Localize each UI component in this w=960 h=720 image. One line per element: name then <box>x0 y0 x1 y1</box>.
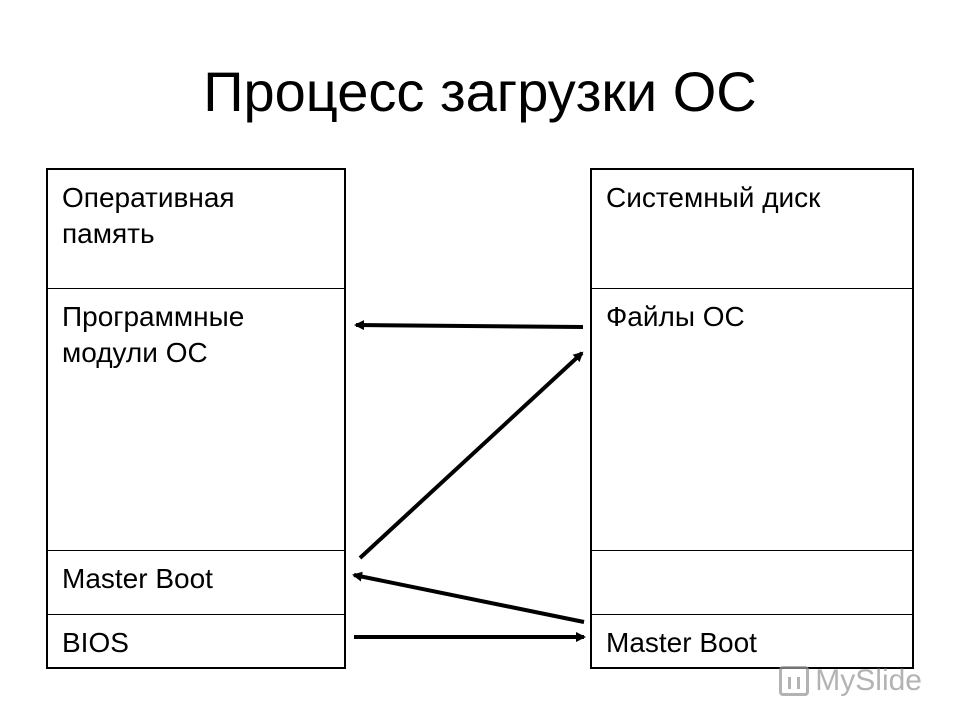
os-files-label: Файлы ОС <box>606 301 745 332</box>
arrow-files-to-modules <box>354 320 584 331</box>
arrow-master-boot-to-files <box>358 351 584 560</box>
disk-master-boot-label: Master Boot <box>606 627 757 658</box>
ram-master-boot-cell: Master Boot <box>48 550 344 614</box>
bios-cell: BIOS <box>48 614 344 669</box>
arrow-disk-boot-to-ram-boot <box>352 571 585 624</box>
disk-master-boot-cell: Master Boot <box>592 614 912 669</box>
ram-header-label: Оперативная память <box>62 182 235 249</box>
bios-label: BIOS <box>62 627 129 658</box>
ram-column: Оперативная память Программные модули ОС… <box>46 168 346 669</box>
ram-header-cell: Оперативная память <box>48 170 344 288</box>
os-modules-label: Программные модули ОС <box>62 301 245 368</box>
slide-title: Процесс загрузки ОС <box>203 60 757 123</box>
slide-icon <box>779 666 810 696</box>
watermark-text: MySlide <box>815 664 922 697</box>
disk-header-label: Системный диск <box>606 182 821 213</box>
os-files-cell: Файлы ОС <box>592 288 912 550</box>
disk-column: Системный диск Файлы ОС Master Boot <box>590 168 914 669</box>
watermark: MySlide <box>779 664 922 698</box>
os-modules-cell: Программные модули ОС <box>48 288 344 550</box>
disk-header-cell: Системный диск <box>592 170 912 288</box>
disk-empty-cell <box>592 550 912 614</box>
ram-master-boot-label: Master Boot <box>62 563 213 594</box>
